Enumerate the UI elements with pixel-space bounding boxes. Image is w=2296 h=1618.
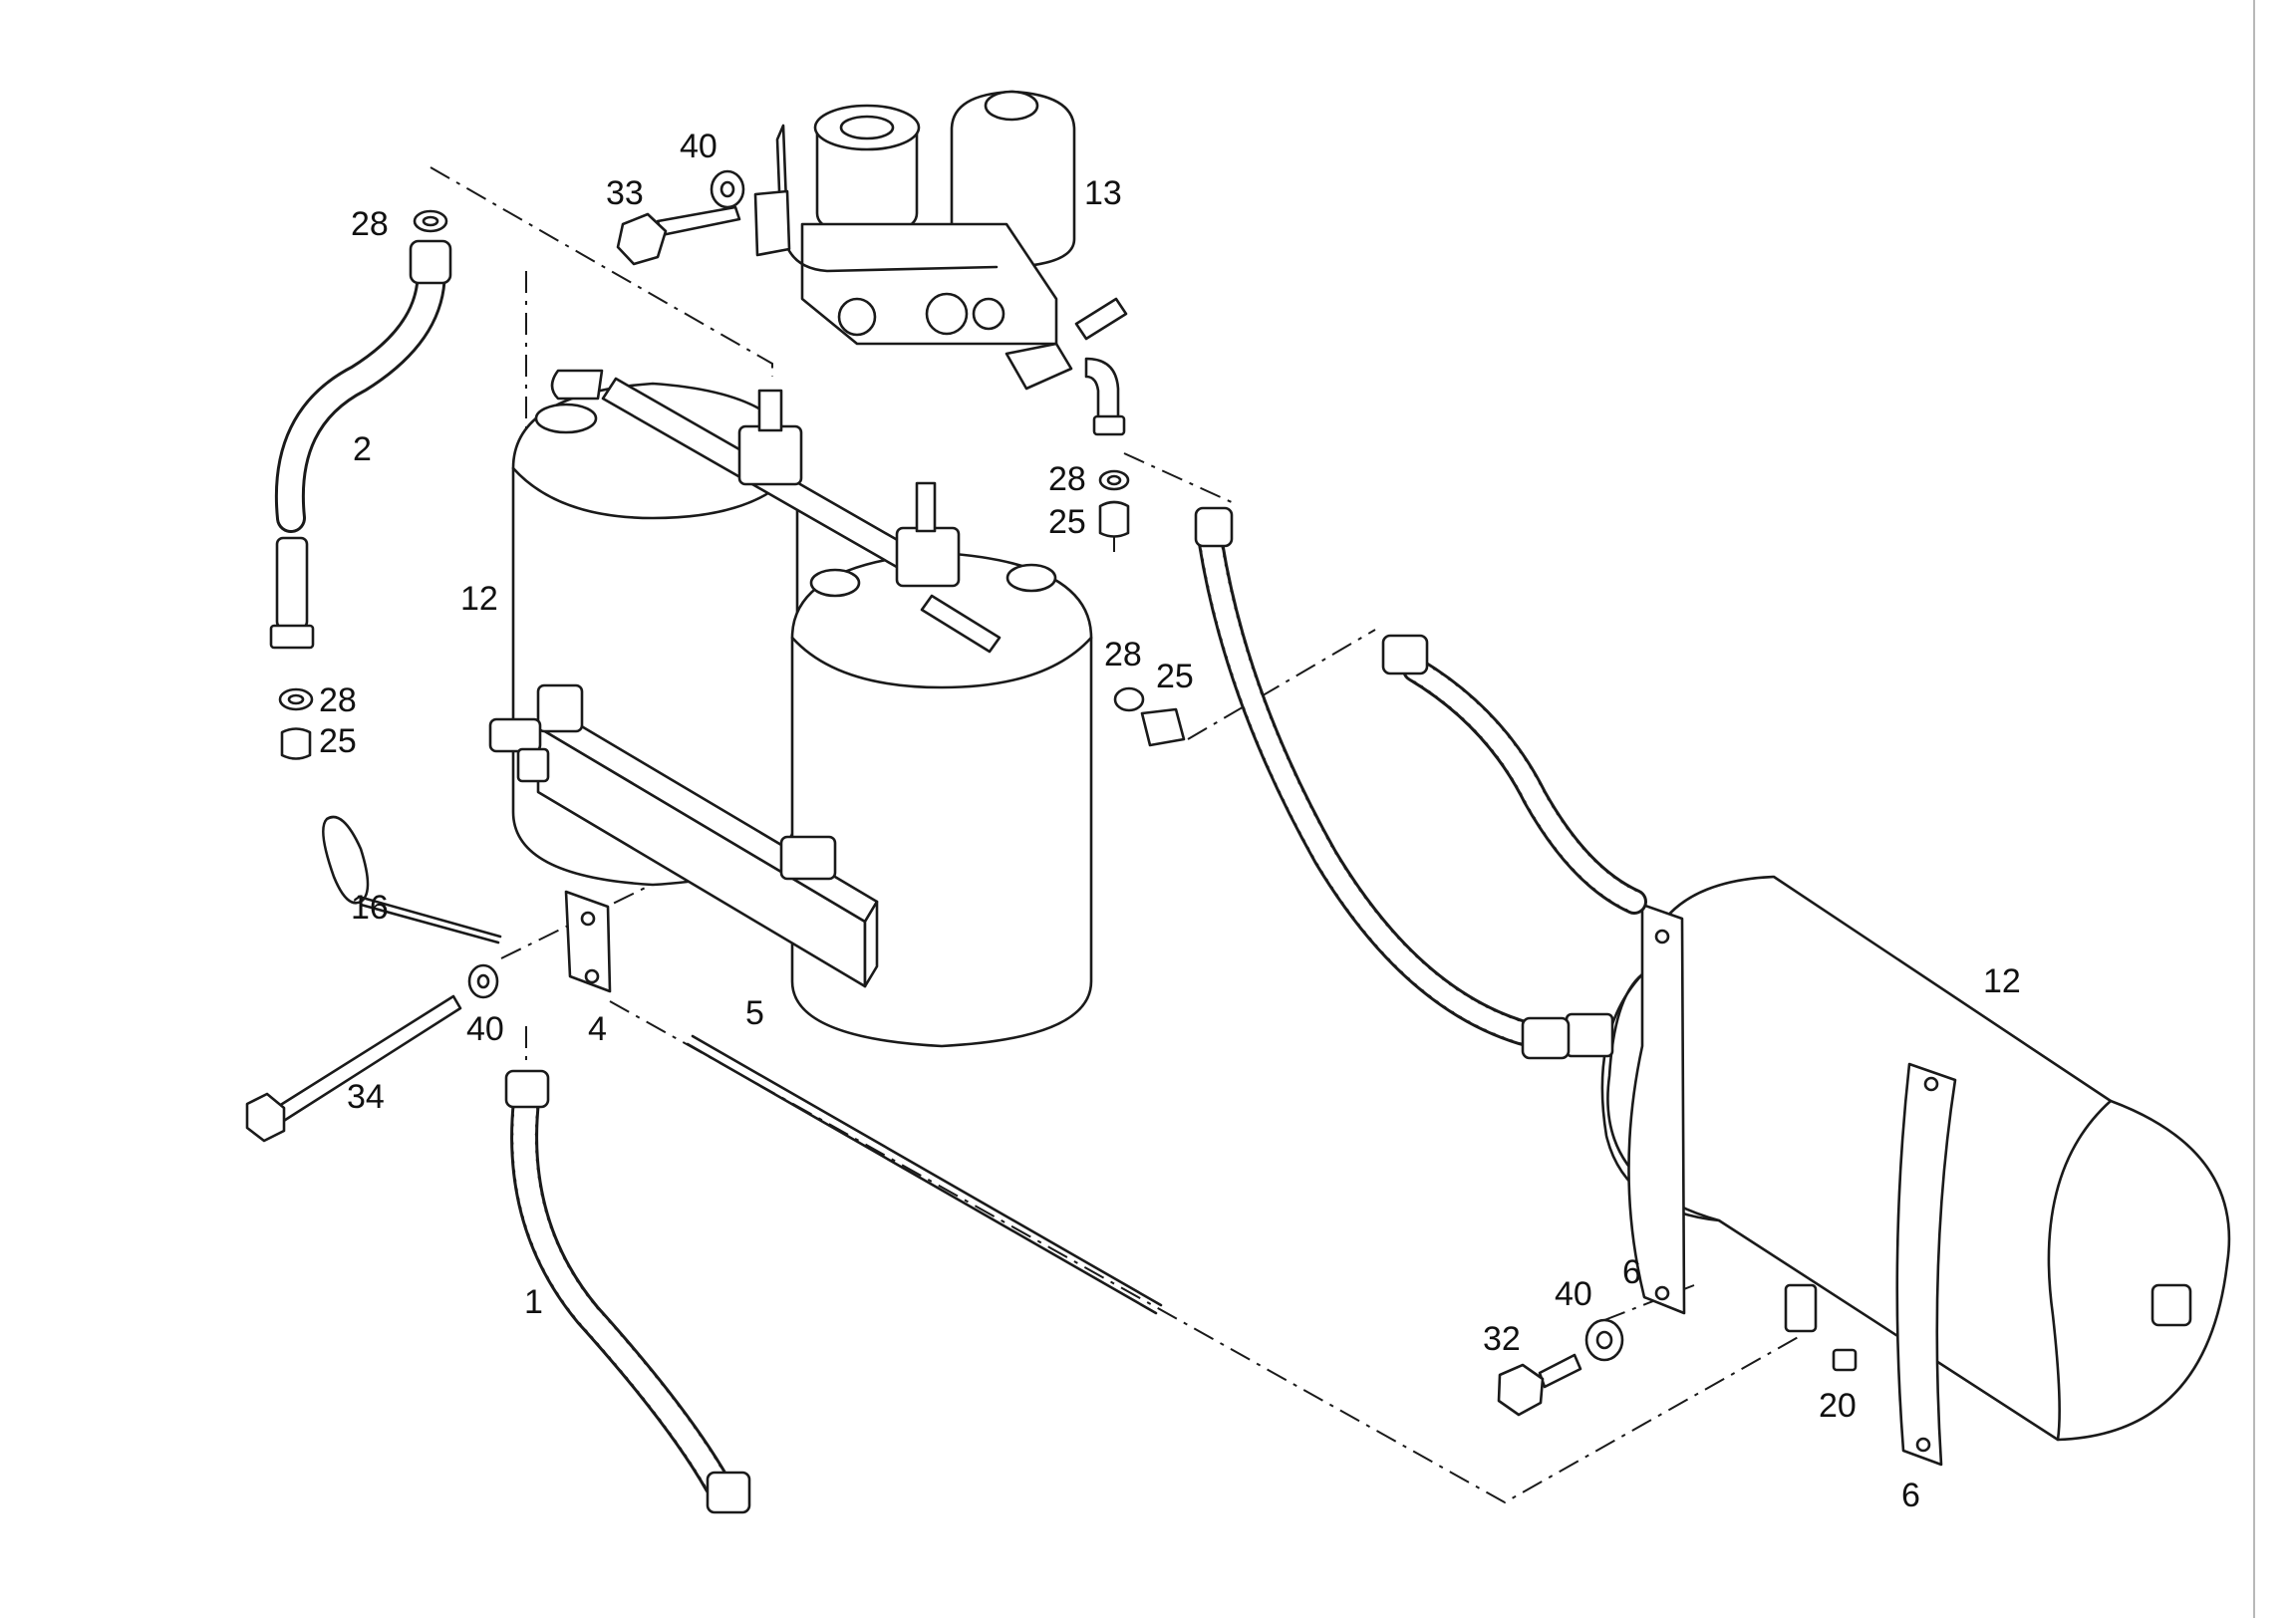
callout-25: 25 (1048, 503, 1086, 541)
callout-28: 28 (351, 205, 389, 243)
tank-straps (1627, 903, 1957, 1467)
callout-28: 28 (319, 681, 357, 719)
tank-valves (550, 369, 1002, 654)
callout-12: 12 (1983, 962, 2021, 1000)
hose-middle-right (1381, 634, 1647, 915)
callout-25: 25 (1156, 658, 1194, 695)
callout-40: 40 (680, 128, 718, 165)
callout-6: 6 (1901, 1477, 1920, 1514)
callout-5: 5 (745, 994, 764, 1032)
drain-valve (1784, 1283, 1858, 1372)
callout-20: 20 (1819, 1387, 1857, 1425)
callout-40: 40 (466, 1010, 504, 1048)
callout-34: 34 (347, 1078, 385, 1116)
hose-2 (269, 239, 452, 650)
callout-25: 25 (319, 722, 357, 760)
callout-16: 16 (351, 889, 389, 927)
callout-33: 33 (606, 174, 644, 212)
callout-40: 40 (1555, 1275, 1592, 1313)
callout-13: 13 (1084, 174, 1122, 212)
callout-1: 1 (524, 1283, 543, 1321)
hose-upper-right (1194, 506, 1571, 1060)
vertical-tank-right (790, 551, 1093, 1048)
callout-32: 32 (1483, 1320, 1521, 1358)
callout-28: 28 (1048, 460, 1086, 498)
tee-fittings (488, 683, 837, 881)
part-callouts: 28 33 40 13 2 28 25 12 28 25 28 25 16 5 … (319, 128, 2021, 1514)
hose-1 (504, 1069, 751, 1514)
hardware (245, 169, 1624, 1417)
callout-6: 6 (1622, 1253, 1641, 1291)
callout-2: 2 (353, 430, 372, 468)
callout-28: 28 (1104, 636, 1142, 674)
assembly-lines (430, 166, 1803, 1504)
air-processing-unit (753, 90, 1128, 436)
callout-12: 12 (460, 580, 498, 618)
callout-4: 4 (588, 1010, 607, 1048)
